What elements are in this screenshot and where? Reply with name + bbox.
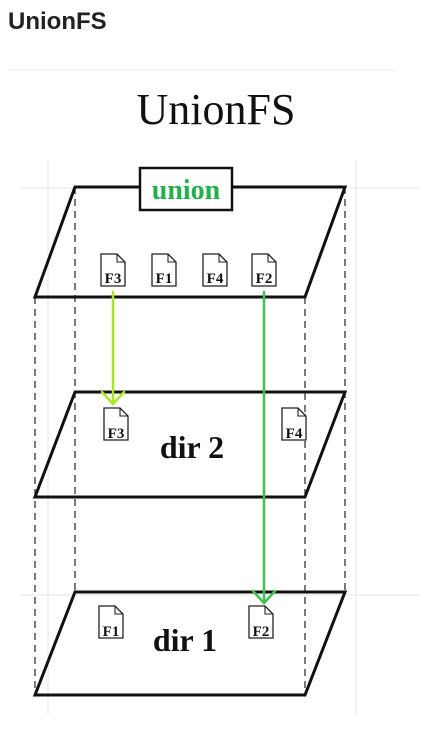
arrow-f3-down	[100, 290, 126, 406]
file-label: F4	[286, 426, 303, 442]
file-label: F2	[253, 624, 270, 640]
file-label: F4	[207, 271, 224, 287]
dir2-label: dir 2	[160, 429, 224, 465]
dir2-file-f3: F3	[103, 407, 129, 442]
union-label: union	[152, 175, 221, 206]
union-file-f4: F4	[202, 253, 228, 287]
union-layer-plane	[32, 185, 348, 299]
file-label: F3	[108, 426, 125, 442]
dir1-file-f1: F1	[98, 605, 124, 640]
dir1-file-f2: F2	[248, 605, 274, 640]
union-label-box	[138, 166, 234, 212]
dir1-label: dir 1	[153, 622, 217, 658]
arrow-f2-down	[251, 290, 277, 605]
dir2-layer-plane	[32, 390, 348, 499]
file-label: F2	[256, 271, 273, 287]
union-file-f2: F2	[251, 253, 277, 287]
file-label: F1	[103, 624, 120, 640]
union-file-f3: F3	[100, 253, 126, 287]
union-file-f1: F1	[151, 253, 177, 287]
file-label: F3	[105, 271, 122, 287]
file-label: F1	[156, 271, 173, 287]
page-heading: UnionFS	[8, 8, 107, 35]
diagram-title: UnionFS	[137, 85, 296, 134]
dir2-file-f4: F4	[281, 407, 307, 442]
